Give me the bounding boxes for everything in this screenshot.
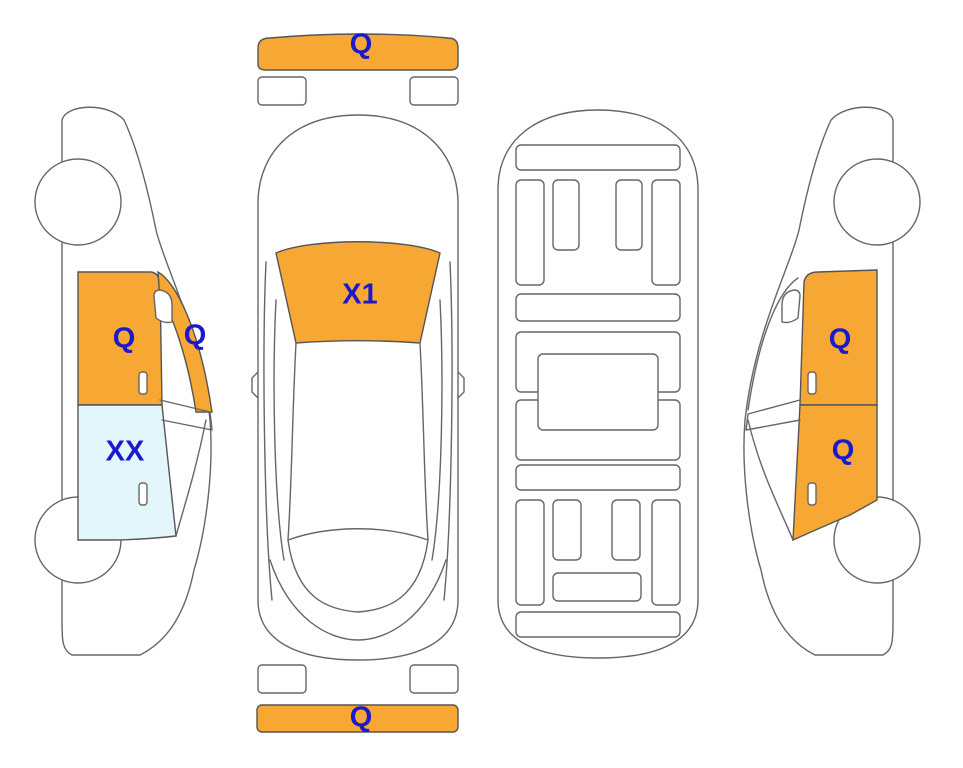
front-bumper-panel[interactable] [257, 33, 459, 71]
roof-outline [287, 342, 429, 541]
hood-label: X1 [342, 279, 377, 311]
car-right-side-view [743, 106, 921, 656]
right-front-door-label: Q [829, 324, 852, 356]
right-rear-door-label: Q [832, 435, 855, 467]
right-front-wheel [833, 158, 921, 246]
car-body-top [257, 114, 459, 661]
left-front-door-label: Q [113, 323, 136, 355]
headlight-right [409, 76, 459, 106]
rear-bumper-panel[interactable] [256, 704, 459, 733]
left-rear-door-label: XX [106, 436, 145, 468]
headlight-left [257, 76, 307, 106]
taillight-left [257, 664, 307, 694]
left-rear-door-panel[interactable] [77, 404, 177, 541]
mirror-right [457, 371, 465, 399]
left-a-pillar-label: Q [184, 320, 207, 352]
hood-panel[interactable] [275, 241, 441, 344]
rear-bumper-label: Q [350, 702, 373, 734]
car-underside-view [497, 109, 699, 659]
taillight-right [409, 664, 459, 694]
rear-window [287, 539, 429, 613]
front-bumper-label: Q [350, 29, 373, 61]
right-front-door-panel[interactable] [799, 269, 878, 406]
car-left-side-view [34, 106, 213, 656]
car-top-view [251, 33, 465, 733]
mirror-left [251, 371, 259, 399]
damage-labels: Q X1 Q Q Q XX Q Q [106, 29, 855, 734]
left-front-wheel [34, 158, 122, 246]
